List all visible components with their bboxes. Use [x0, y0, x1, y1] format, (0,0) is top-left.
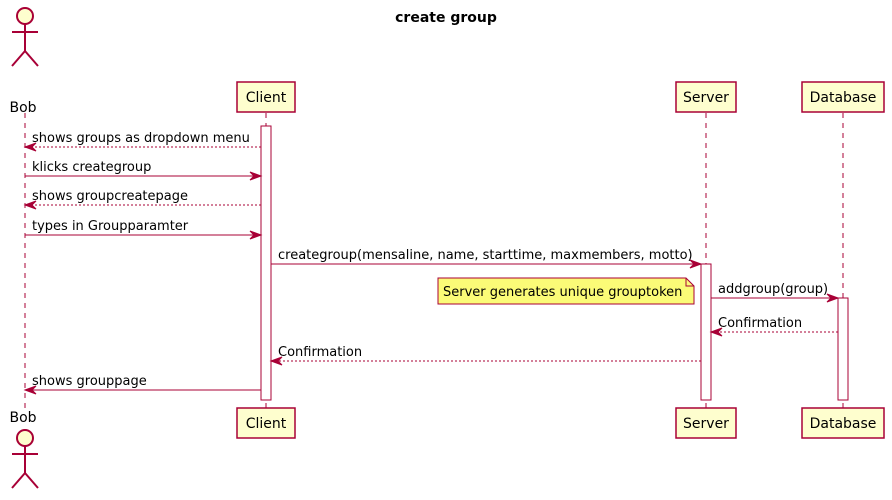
arrowhead [249, 171, 263, 181]
arrowhead [23, 142, 37, 152]
message-label: creategroup(mensaline, name, starttime, … [278, 248, 693, 263]
actor-bob-top-head [16, 7, 34, 25]
participant-box [675, 407, 737, 439]
arrowhead [249, 230, 263, 240]
message-1: shows groups as dropdown menu [23, 131, 261, 152]
message-8: Confirmation [269, 345, 701, 366]
participant-server-bottom: Server [675, 407, 737, 439]
actor-bob-top-leg-right [24, 50, 39, 67]
participant-box [236, 407, 296, 439]
actor-bob-top-label: Bob [9, 100, 36, 116]
messages-layer: shows groups as dropdown menu klicks crea… [23, 131, 840, 395]
arrowhead [23, 200, 37, 210]
participant-box [801, 81, 885, 113]
note-body [437, 277, 695, 305]
participant-box [801, 407, 885, 439]
arrowhead [826, 293, 840, 303]
participant-label: Client [246, 90, 287, 106]
actor-bob-top-leg-left [11, 50, 26, 67]
message-4: types in Groupparamter [25, 219, 263, 240]
actor-bob-bottom-head [16, 429, 34, 447]
participant-server-top: Server [675, 81, 737, 113]
participant-label: Database [810, 90, 877, 106]
participant-database-top: Database [801, 81, 885, 113]
note-layer: Server generates unique grouptoken [437, 277, 695, 305]
actor-bob-bottom: Bob [9, 410, 39, 489]
note-text: Server generates unique grouptoken [443, 285, 682, 300]
message-label: shows grouppage [32, 374, 147, 389]
participants-layer: BobBobClientClientServerServerDatabaseDa… [9, 7, 885, 489]
message-5: creategroup(mensaline, name, starttime, … [271, 248, 703, 269]
arrowhead [689, 259, 703, 269]
participant-label: Database [810, 416, 877, 432]
message-3: shows groupcreatepage [23, 189, 261, 210]
participant-label: Client [246, 416, 287, 432]
actor-bob-bottom-leg-left [11, 472, 26, 489]
message-6: addgroup(group) [711, 282, 840, 303]
message-label: Confirmation [718, 316, 802, 331]
activation-database [837, 297, 849, 401]
diagram-title: create group [395, 10, 497, 26]
note-server-generates-grouptoken: Server generates unique grouptoken [437, 277, 695, 305]
participant-box [236, 81, 296, 113]
message-label: shows groups as dropdown menu [32, 131, 250, 146]
actor-bob-bottom-leg-right [24, 472, 39, 489]
message-label: shows groupcreatepage [32, 189, 188, 204]
participant-label: Server [683, 416, 729, 432]
arrowhead [709, 327, 723, 337]
arrowhead [23, 385, 37, 395]
message-label: addgroup(group) [718, 282, 828, 297]
participant-client-top: Client [236, 81, 296, 113]
participant-box [675, 81, 737, 113]
actor-bob-top: Bob [9, 7, 39, 116]
message-7: Confirmation [709, 316, 838, 337]
participant-client-bottom: Client [236, 407, 296, 439]
actor-bob-bottom-label: Bob [9, 410, 36, 426]
participant-label: Server [683, 90, 729, 106]
activation-client [260, 125, 272, 401]
message-label: types in Groupparamter [32, 219, 189, 234]
message-2: klicks creategroup [25, 160, 263, 181]
arrowhead [269, 356, 283, 366]
message-label: Confirmation [278, 345, 362, 360]
message-label: klicks creategroup [32, 160, 151, 175]
message-9: shows grouppage [23, 374, 261, 395]
activation-server [700, 263, 712, 401]
note-fold [685, 278, 694, 287]
activations-layer [260, 125, 849, 401]
participant-database-bottom: Database [801, 407, 885, 439]
